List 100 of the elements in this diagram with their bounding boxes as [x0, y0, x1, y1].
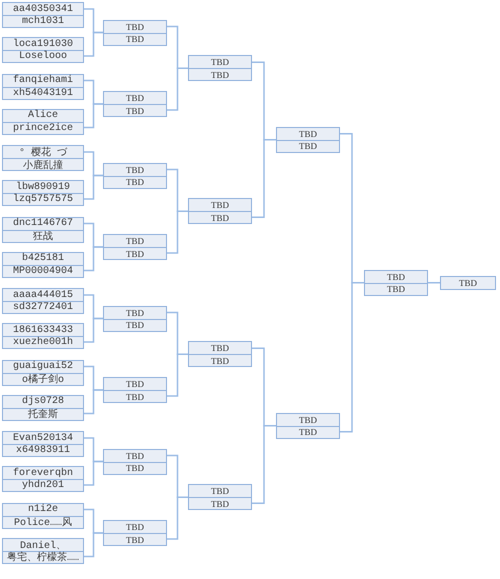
match-box — [103, 306, 167, 332]
match-box — [103, 448, 167, 474]
slot-label: TBD — [277, 426, 339, 438]
match-box — [188, 198, 252, 224]
bracket-line — [84, 460, 103, 486]
player-name: xuezhe001h — [3, 336, 83, 348]
slot-label: TBD — [104, 390, 166, 402]
slot-label: TBD — [125, 20, 145, 32]
player-name: djs0728 — [20, 396, 65, 408]
bracket-line — [84, 532, 103, 558]
player-name: aaaa444015 — [12, 289, 74, 301]
slot-label: TBD — [125, 378, 145, 390]
bracket-line — [84, 174, 103, 200]
player-name: Evan520134 — [12, 432, 74, 444]
bracket-line — [428, 282, 440, 284]
match-box — [2, 360, 84, 386]
match-box — [188, 484, 252, 510]
match-box — [2, 288, 84, 314]
bracket-line — [84, 318, 103, 343]
match-box — [2, 323, 84, 349]
match-box — [2, 466, 84, 492]
slot-label: TBD — [189, 211, 251, 224]
slot-label: TBD — [298, 128, 318, 140]
match-box — [2, 394, 84, 420]
match-box — [2, 180, 84, 206]
match-box — [188, 341, 252, 368]
player-name: dnc1146767 — [12, 218, 74, 230]
bracket-line — [84, 103, 103, 128]
bracket-line — [252, 139, 276, 218]
slot-label: TBD — [104, 247, 166, 259]
slot-label: TBD — [125, 92, 145, 104]
slot-label: TBD — [365, 282, 427, 295]
match-box — [103, 20, 167, 46]
slot-label: TBD — [210, 342, 230, 354]
bracket-line — [252, 425, 276, 504]
player-name: n1i2e — [26, 504, 59, 516]
bracket-line — [167, 210, 188, 254]
match-box — [2, 145, 84, 171]
player-name: lzq5757575 — [3, 193, 83, 205]
slot-label: TBD — [104, 176, 166, 188]
match-box — [103, 91, 167, 117]
player-name: 托奎斯 — [3, 408, 83, 420]
slot-label: TBD — [104, 462, 166, 474]
match-box — [2, 502, 84, 528]
slot-label: TBD — [189, 68, 251, 80]
match-box — [364, 270, 428, 296]
slot-label: TBD — [210, 199, 230, 212]
match-box — [2, 37, 84, 63]
player-name: guaiguai52 — [12, 360, 74, 372]
match-box — [2, 74, 84, 100]
match-box — [2, 2, 84, 28]
match-box — [2, 538, 84, 564]
slot-label: TBD — [125, 306, 145, 318]
player-name: loca191030 — [12, 38, 74, 50]
player-name: mch1031 — [3, 15, 83, 27]
player-name: Police……风 — [3, 516, 83, 528]
match-box — [2, 431, 84, 457]
match-box — [2, 252, 84, 278]
player-name: MP00004904 — [3, 264, 83, 276]
bracket-line — [340, 282, 364, 432]
player-name: 1861633433 — [12, 324, 74, 336]
slot-label: TBD — [189, 497, 251, 510]
match-box — [103, 520, 167, 546]
slot-label: TBD — [298, 414, 318, 426]
bracket-line — [167, 354, 188, 397]
slot-label: TBD — [458, 276, 478, 289]
bracket-line — [167, 496, 188, 540]
slot-label: TBD — [125, 235, 145, 247]
player-name: 狂战 — [3, 230, 83, 242]
match-box — [103, 162, 167, 188]
player-name: b425181 — [20, 252, 65, 264]
player-name: xh54043191 — [3, 86, 83, 98]
match-box — [2, 216, 84, 242]
match-box — [188, 55, 252, 82]
player-name: 小鹿乱撞 — [3, 158, 83, 170]
match-box — [2, 108, 84, 134]
player-name: ° 樱花 づ — [18, 146, 68, 158]
slot-label: TBD — [277, 140, 339, 152]
player-name: prince2ice — [3, 122, 83, 134]
match-box — [276, 126, 340, 153]
bracket-line — [84, 246, 103, 272]
slot-label: TBD — [125, 521, 145, 533]
match-box — [103, 377, 167, 403]
bracket-line — [84, 389, 103, 414]
player-name: foreverqbn — [12, 467, 74, 479]
player-name: lbw890919 — [14, 181, 71, 193]
slot-label: TBD — [125, 164, 145, 176]
player-name: Loselooo — [3, 50, 83, 62]
slot-label: TBD — [104, 533, 166, 545]
bracket-line — [167, 68, 188, 111]
bracket-line — [84, 32, 103, 57]
slot-label: TBD — [104, 32, 166, 44]
result-box — [440, 276, 496, 290]
player-name: aa40350341 — [12, 3, 74, 15]
player-name: x64983911 — [3, 444, 83, 456]
player-name: Daniel、 — [18, 540, 67, 550]
slot-label: TBD — [104, 104, 166, 116]
player-name: yhdn201 — [3, 479, 83, 491]
slot-label: TBD — [104, 318, 166, 330]
player-name: o橘子剑o — [3, 372, 83, 384]
